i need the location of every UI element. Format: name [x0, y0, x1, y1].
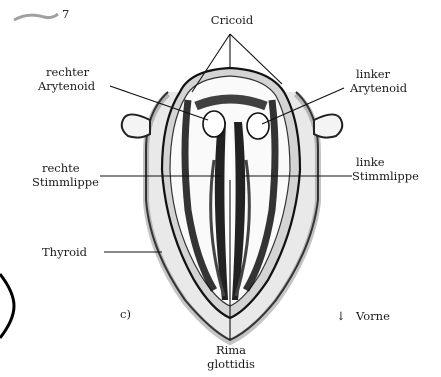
left-arytenoid	[247, 113, 269, 139]
label-direction: Vorne	[355, 309, 390, 323]
label-right-arytenoid-2: Arytenoid	[37, 79, 96, 93]
label-rima-2: glottidis	[207, 357, 255, 371]
label-panel: c)	[120, 307, 131, 321]
label-rima-1: Rima	[216, 343, 246, 357]
thyroid-right-horn	[314, 114, 342, 137]
label-left-arytenoid-2: Arytenoid	[349, 81, 408, 95]
label-right-fold-1: rechte	[42, 161, 80, 175]
right-arytenoid	[203, 111, 225, 137]
corner-mark: 7	[62, 7, 69, 21]
label-right-arytenoid-1: rechter	[46, 65, 90, 79]
direction-arrow: ↓	[336, 309, 346, 323]
label-right-fold-2: Stimmlippe	[32, 175, 99, 189]
label-cricoid: Cricoid	[211, 13, 254, 27]
label-left-fold-1: linke	[356, 155, 385, 169]
label-left-arytenoid-1: linker	[356, 67, 391, 81]
label-left-fold-2: Stimmlippe	[352, 169, 419, 183]
corner-scribble	[14, 14, 58, 20]
edge-bracket	[0, 274, 14, 338]
label-thyroid: Thyroid	[42, 245, 88, 259]
thyroid-left-horn	[122, 114, 150, 137]
